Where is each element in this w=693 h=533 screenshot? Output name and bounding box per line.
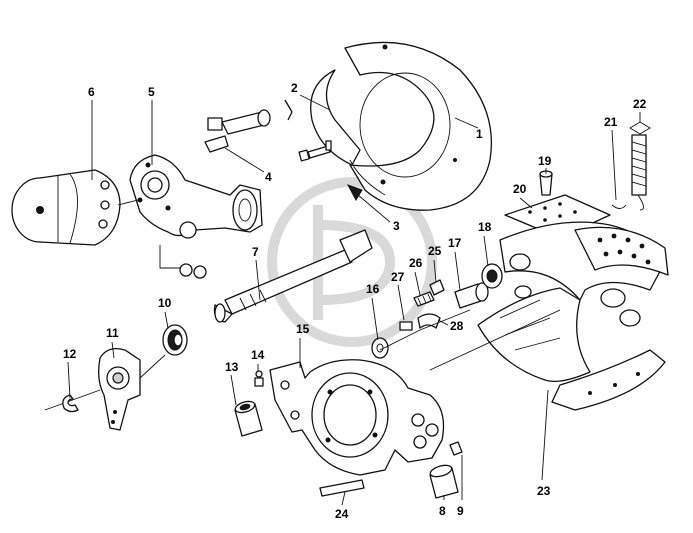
callout-11: 11 (106, 326, 119, 340)
callout-15: 15 (296, 322, 310, 336)
callout-2: 2 (291, 81, 298, 95)
screw-9 (449, 441, 463, 456)
rivet (539, 170, 553, 196)
callout-27: 27 (391, 270, 405, 284)
callout-21: 21 (604, 115, 618, 129)
callout-labels: 1 2 3 4 5 6 7 8 9 10 11 12 13 14 15 16 1… (63, 81, 647, 521)
cam-shaft (213, 229, 373, 323)
shield-bolt (298, 140, 332, 162)
callout-23: 23 (537, 484, 551, 498)
lower-shoe (477, 285, 666, 411)
brake-chamber (11, 169, 139, 246)
cam-bracket (129, 154, 263, 239)
callout-10: 10 (158, 296, 172, 310)
callout-20: 20 (513, 182, 527, 196)
callout-14: 14 (251, 348, 265, 362)
bushing-13 (234, 400, 263, 437)
upper-lining (504, 194, 611, 239)
grease-nipple (254, 370, 264, 387)
washer-16 (371, 337, 389, 359)
circlip (62, 394, 79, 413)
brake-spider (269, 359, 445, 476)
callout-8: 8 (439, 504, 446, 518)
return-spring (611, 121, 651, 211)
adjuster-link (204, 99, 293, 153)
callout-18: 18 (478, 220, 492, 234)
callout-17: 17 (448, 236, 462, 250)
bracket-nut (159, 245, 207, 279)
small-parts (399, 279, 445, 331)
slack-adjuster (44, 347, 166, 431)
callout-28: 28 (450, 319, 464, 333)
seal-ring (162, 324, 188, 356)
callout-3: 3 (393, 219, 400, 233)
dust-shield (310, 41, 493, 211)
callout-7: 7 (252, 245, 259, 259)
callout-1: 1 (476, 127, 483, 141)
upper-shoe (499, 221, 669, 327)
callout-16: 16 (366, 282, 380, 296)
callout-19: 19 (538, 154, 552, 168)
callout-9: 9 (457, 504, 464, 518)
callout-24: 24 (335, 507, 349, 521)
roller-pin (454, 263, 503, 309)
callout-4: 4 (265, 170, 272, 184)
callout-26: 26 (409, 256, 423, 270)
callout-25: 25 (428, 244, 442, 258)
callout-6: 6 (88, 85, 95, 99)
callout-13: 13 (225, 360, 239, 374)
callout-12: 12 (63, 347, 77, 361)
lining-holes (597, 233, 651, 265)
anchor-pin-24 (319, 479, 365, 497)
callout-5: 5 (148, 85, 155, 99)
leader-lines (67, 94, 641, 506)
bushing-8 (429, 464, 459, 499)
callout-22: 22 (633, 97, 647, 111)
